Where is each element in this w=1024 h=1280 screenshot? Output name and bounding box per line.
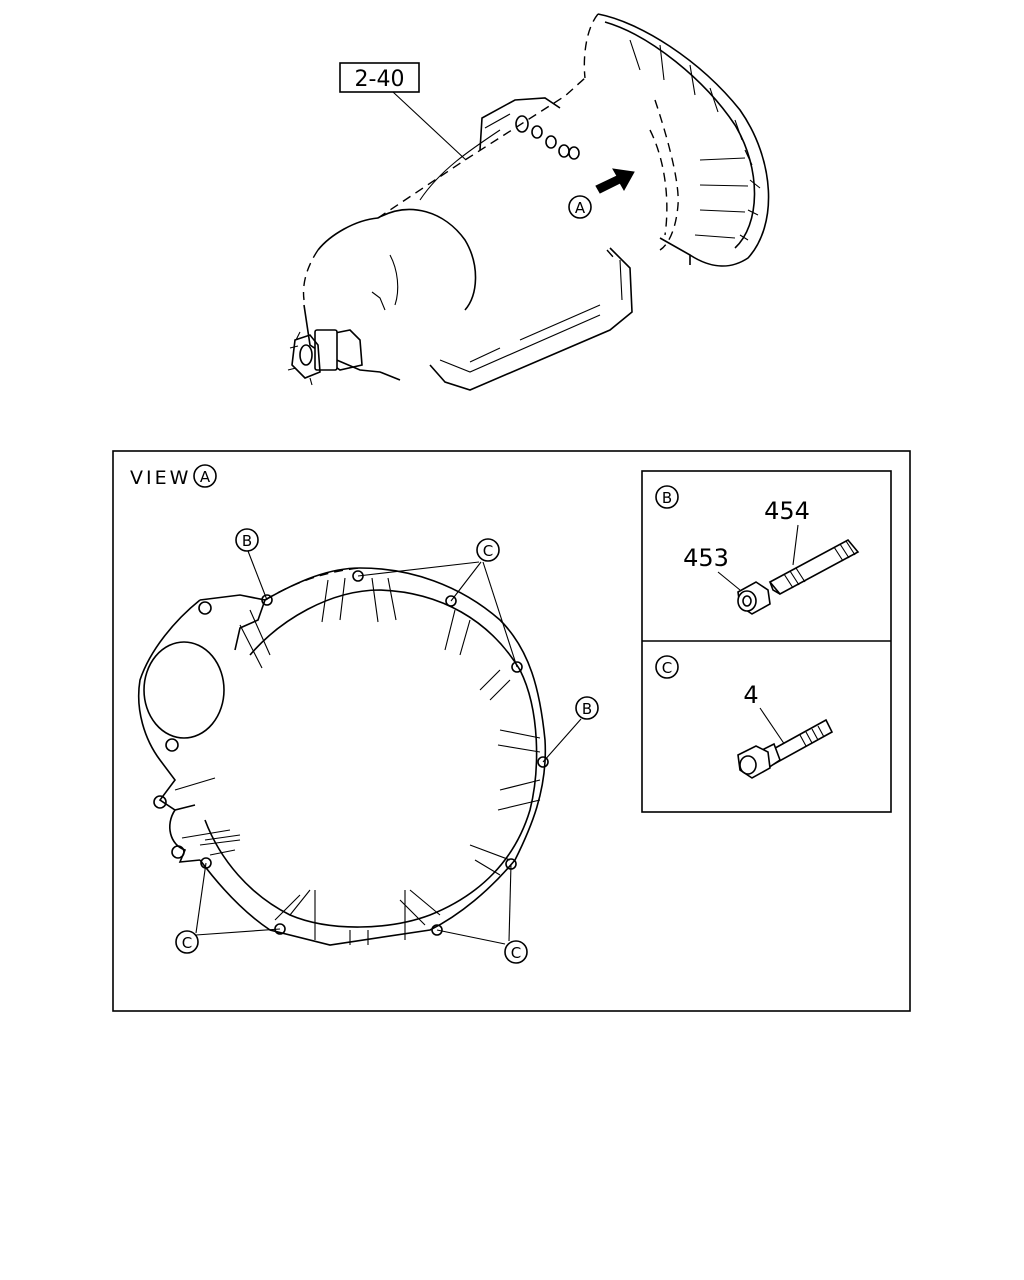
callout-c-bottom-left: C xyxy=(175,930,199,954)
callout-c-bottom-right-letter: C xyxy=(511,944,521,962)
nut-453-icon xyxy=(737,581,771,615)
callout-b-top: B xyxy=(235,528,259,552)
transmission-illustration xyxy=(287,13,770,391)
callout-c-top-letter: C xyxy=(483,542,493,560)
part-number-453: 453 xyxy=(683,544,729,572)
view-a-frame xyxy=(112,450,911,1012)
callout-b-top-letter: B xyxy=(242,532,252,550)
stud-454-icon xyxy=(768,538,860,596)
bell-housing-face xyxy=(137,567,549,946)
part-number-4: 4 xyxy=(743,681,758,709)
reference-callout-2-40: 2-40 xyxy=(339,62,467,161)
bolt-4-icon xyxy=(737,718,834,779)
view-title-letter: A xyxy=(200,468,211,486)
view-a-title: VIEW A xyxy=(130,464,217,489)
part-number-454: 454 xyxy=(764,497,810,525)
callout-b-right-letter: B xyxy=(582,700,592,718)
reference-label: 2-40 xyxy=(355,67,405,92)
callout-c-bottom-left-letter: C xyxy=(182,934,192,952)
callout-b-right: B xyxy=(575,696,599,720)
callout-c-top: C xyxy=(476,538,500,562)
view-a-marker: A xyxy=(568,195,592,219)
detail-b-letter: B xyxy=(662,489,672,507)
callout-c-bottom-right: C xyxy=(504,940,528,964)
view-title-prefix: VIEW xyxy=(130,467,191,489)
detail-c-panel: C 4 xyxy=(655,655,834,779)
callout-leaders xyxy=(195,550,582,945)
detail-b-panel: B 454 453 xyxy=(655,485,860,615)
view-a-marker-letter: A xyxy=(575,199,586,217)
detail-c-letter: C xyxy=(662,659,672,677)
